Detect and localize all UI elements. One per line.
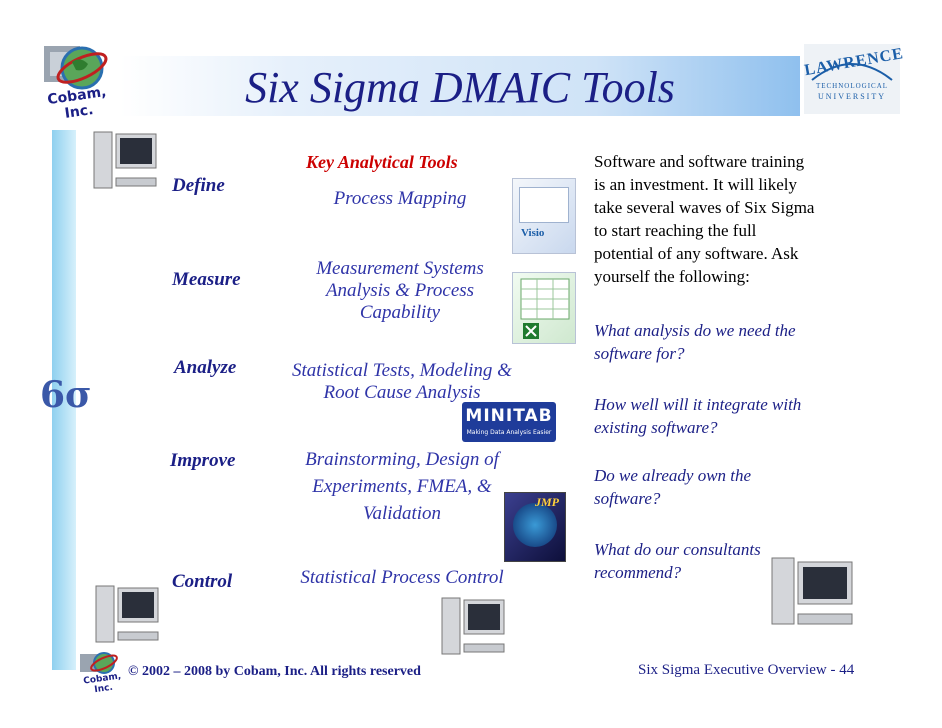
minitab-label: MINITAB — [465, 406, 553, 426]
computer-icon — [438, 594, 508, 664]
question-3: Do we already own the software? — [594, 464, 874, 510]
phase-define: Define — [172, 175, 225, 196]
intro-line: is an investment. It will likely — [594, 175, 798, 194]
tool-improve-line: Brainstorming, Design of — [305, 449, 499, 470]
intro-line: Software and software training — [594, 152, 805, 171]
question-4: What do our consultants recommend? — [594, 538, 874, 584]
intro-line: yourself the following: — [594, 267, 750, 286]
cobam-small-logo: Cobam, Inc. — [76, 650, 130, 695]
tool-improve: Brainstorming, Design of Experiments, FM… — [270, 446, 534, 527]
visio-box-icon: Visio — [512, 178, 576, 254]
question-line: software for? — [594, 344, 685, 363]
jmp-box-icon: JMP — [504, 492, 566, 562]
footer-page-label: Six Sigma Executive Overview - 44 — [638, 662, 855, 678]
tool-improve-line: Experiments, FMEA, & — [312, 476, 492, 497]
intro-line: to start reaching the full — [594, 221, 757, 240]
question-line: How well will it integrate with — [594, 395, 802, 414]
tool-measure-line: Measurement Systems — [316, 258, 484, 279]
question-line: software? — [594, 489, 661, 508]
phase-measure: Measure — [172, 269, 241, 290]
intro-line: take several waves of Six Sigma — [594, 198, 815, 217]
six-sigma-mark: 6σ — [40, 374, 92, 416]
minitab-tagline: Making Data Analysis Easier — [466, 429, 552, 436]
tool-analyze: Statistical Tests, Modeling & Root Cause… — [262, 360, 542, 404]
phase-control: Control — [172, 571, 233, 592]
phase-improve: Improve — [170, 450, 236, 471]
computer-icon — [768, 554, 858, 634]
six-sigma-logo: 6σ — [40, 372, 92, 418]
lawrence-logo-sub: TECHNOLOGICAL — [815, 82, 889, 90]
question-2: How well will it integrate with existing… — [594, 393, 874, 439]
slide-title: Six Sigma DMAIC Tools — [245, 63, 675, 112]
intro-paragraph: Software and software training is an inv… — [594, 150, 874, 288]
jmp-label: JMP — [535, 495, 559, 509]
question-line: What do our consultants — [594, 540, 761, 559]
intro-line: potential of any software. Ask — [594, 244, 799, 263]
question-line: existing software? — [594, 418, 718, 437]
computer-icon — [90, 128, 160, 198]
lawrence-logo-sub2: UNIVERSITY — [818, 92, 886, 101]
tool-improve-line: Validation — [362, 503, 442, 524]
tool-analyze-line: Statistical Tests, Modeling & — [292, 360, 512, 381]
tool-define: Process Mapping — [333, 188, 467, 209]
tool-measure-line: Analysis & Process — [325, 280, 475, 301]
lawrence-logo: LAWRENCE TECHNOLOGICAL UNIVERSITY — [803, 44, 905, 114]
key-tools-heading: Key Analytical Tools — [306, 152, 458, 172]
left-decor-bar — [52, 130, 76, 670]
tool-control: Statistical Process Control — [300, 567, 504, 588]
title-band — [120, 56, 800, 116]
tool-analyze-line: Root Cause Analysis — [323, 382, 481, 403]
tool-measure: Measurement Systems Analysis & Process C… — [280, 258, 520, 324]
excel-icon — [512, 272, 576, 344]
footer-copyright: © 2002 – 2008 by Cobam, Inc. All rights … — [128, 664, 421, 679]
question-1: What analysis do we need the software fo… — [594, 319, 874, 365]
question-line: recommend? — [594, 563, 682, 582]
tool-measure-line: Capability — [359, 302, 441, 323]
visio-label: Visio — [521, 227, 545, 239]
minitab-logo: MINITAB Making Data Analysis Easier — [462, 402, 556, 442]
phase-analyze: Analyze — [174, 357, 237, 378]
computer-icon — [92, 582, 162, 652]
question-line: Do we already own the — [594, 466, 752, 485]
question-line: What analysis do we need the — [594, 321, 796, 340]
cobam-logo: Cobam, Inc. — [36, 36, 120, 122]
